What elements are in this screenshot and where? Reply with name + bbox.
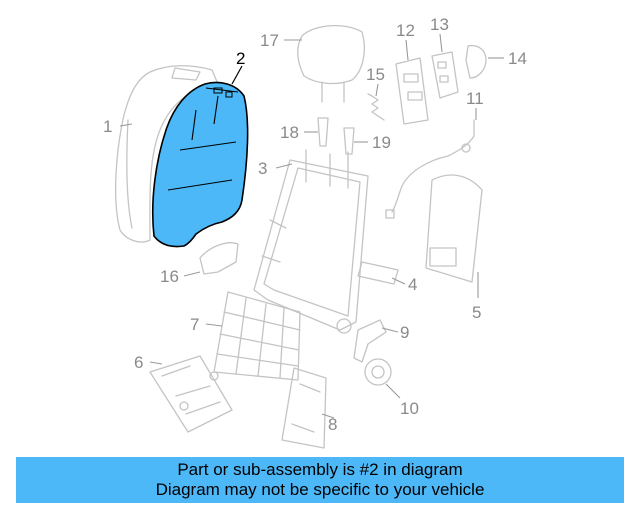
part-14-knob-cap — [465, 44, 487, 79]
callout-10: 10 — [400, 399, 419, 418]
callout-14: 14 — [508, 49, 527, 68]
part-1-seatback-cushion — [114, 65, 219, 243]
callout-7: 7 — [190, 315, 199, 334]
callout-19: 19 — [372, 133, 391, 152]
part-4-panel — [357, 261, 399, 285]
part-10-knob — [364, 358, 392, 386]
part-12-switch-panel — [395, 57, 429, 125]
callout-5: 5 — [472, 303, 481, 322]
callout-13: 13 — [430, 15, 449, 34]
part-6-bracket — [149, 355, 233, 433]
part-13-switch-cover — [431, 51, 459, 99]
part-16-clip — [199, 242, 239, 275]
callout-3: 3 — [258, 159, 267, 178]
parts-diagram: 1 2 3 4 5 6 7 8 9 10 11 12 13 14 15 16 1… — [103, 15, 527, 449]
part-3-seatback-frame — [253, 149, 369, 334]
callout-15: 15 — [366, 65, 385, 84]
part-7-lumbar-grid — [213, 291, 301, 381]
callout-18: 18 — [280, 123, 299, 142]
callout-8: 8 — [328, 415, 337, 434]
part-5-back-board — [425, 174, 483, 283]
part-2-seatback-pad — [151, 81, 249, 248]
caption-line-1: Part or sub-assembly is #2 in diagram — [177, 460, 463, 479]
callout-1: 1 — [103, 117, 112, 136]
callout-17: 17 — [260, 31, 279, 50]
part-9-lever — [353, 319, 387, 363]
callout-2: 2 — [236, 49, 245, 68]
callout-16: 16 — [160, 267, 179, 286]
part-18-guide — [317, 117, 329, 147]
part-8-spring-panel — [281, 367, 327, 449]
caption-line-2: Diagram may not be specific to your vehi… — [155, 480, 485, 499]
part-15-spring — [367, 93, 385, 121]
callout-11: 11 — [466, 89, 484, 108]
callout-12: 12 — [396, 21, 415, 40]
caption-banner: Part or sub-assembly is #2 in diagram Di… — [16, 457, 624, 503]
callout-9: 9 — [400, 323, 409, 342]
callout-6: 6 — [134, 353, 143, 372]
leader-lines — [119, 33, 504, 419]
part-11-cable — [385, 119, 475, 219]
part-17-headrest — [297, 24, 366, 103]
callout-4: 4 — [408, 275, 417, 294]
part-19-guide — [343, 127, 355, 155]
